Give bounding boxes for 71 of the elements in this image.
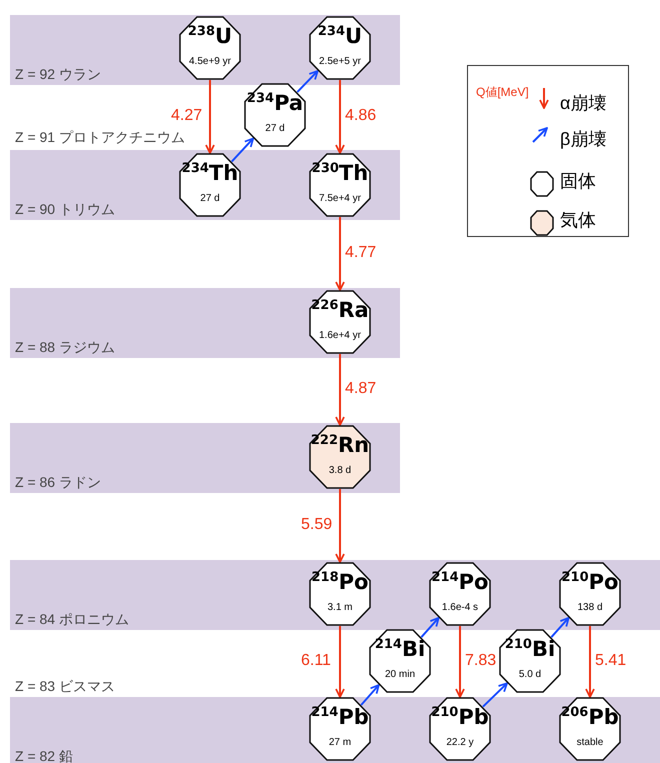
nuclide-octagon [369,629,431,693]
nuclide-octagon [559,697,621,761]
decay-arrow [550,616,570,638]
nuclide-octagon [499,629,561,693]
decay-arrow [585,626,595,698]
decay-arrow [420,616,440,638]
nuclide-symbol: $^{238}$U [186,24,234,48]
band-label: Z = 88 ラジウム [15,339,115,356]
decay-arrow [335,217,345,291]
decay-arrow [335,354,345,426]
band-label: Z = 82 鉛 [15,748,73,763]
nuclide-octagon [309,425,371,489]
nuclide-octagon [309,562,371,626]
nuclide-symbol: $^{206}$Pb [560,705,620,729]
nuclide-symbol: $^{214}$Bi [374,637,426,661]
half-life: 2.5e+5 yr [318,56,362,67]
nuclide-octagon [309,153,371,217]
nuclide-octagon [559,562,621,626]
nuclide-octagon [429,697,491,761]
nuclide-symbol: $^{234}$Th [180,161,240,185]
half-life: 27 d [199,193,221,204]
legend-label: α崩壊 [560,92,606,115]
half-life: 3.1 m [326,602,354,613]
band-label: Z = 91 プロトアクチニウム [15,129,185,146]
half-life: 138 d [576,602,604,613]
half-life: 20 min [384,669,416,680]
half-life: 1.6e+4 yr [318,330,362,341]
decay-arrow [455,626,465,698]
nuclide-octagon [179,153,241,217]
decay-arrow [335,489,345,563]
decay-arrow [335,80,345,154]
nuclide-symbol: $^{222}$Rn [310,433,370,457]
half-life: 27 m [328,737,352,748]
nuclide-octagon [244,83,306,147]
decay-arrow [231,138,254,162]
band-label: Z = 90 トリウム [15,201,115,218]
nuclide-octagon [309,16,371,80]
decay-arrow [296,70,319,93]
band-label: Z = 92 ウラン [15,66,101,83]
legend-label: 気体 [560,209,596,232]
legend-label: 固体 [560,170,596,193]
nuclide-symbol: $^{234}$Pa [246,91,304,115]
nuclide-symbol: $^{230}$Th [310,161,370,185]
nuclide-octagon [429,562,491,626]
nuclide-octagon [179,16,241,80]
band-label: Z = 83 ビスマス [15,678,115,695]
half-life: 27 d [264,123,286,134]
decay-arrow [335,626,345,698]
nuclide-symbol: $^{218}$Po [310,570,370,594]
nuclide-octagon [309,290,371,354]
legend-label: β崩壊 [560,128,606,151]
nuclide-octagon [309,697,371,761]
half-life: 1.6e-4 s [440,602,480,613]
half-life: 5.0 d [518,669,542,680]
nuclide-symbol: $^{210}$Bi [504,637,556,661]
half-life: 3.8 d [328,465,352,476]
nuclide-symbol: $^{210}$Pb [430,705,490,729]
half-life: 22.2 y [445,737,475,748]
band-label: Z = 84 ポロニウム [15,611,129,628]
legend-note: Q値[MeV] [476,84,529,101]
half-life: stable [576,737,604,748]
nuclide-symbol: $^{226}$Ra [310,298,370,322]
nuclide-symbol: $^{214}$Po [430,570,490,594]
decay-arrow [360,684,380,706]
decay-arrow [205,80,215,154]
nuclide-symbol: $^{234}$U [316,24,364,48]
band-label: Z = 86 ラドン [15,474,101,491]
nuclide-symbol: $^{214}$Pb [310,705,370,729]
nuclide-symbol: $^{210}$Po [560,570,620,594]
half-life: 4.5e+9 yr [188,56,232,67]
half-life: 7.5e+4 yr [318,193,362,204]
